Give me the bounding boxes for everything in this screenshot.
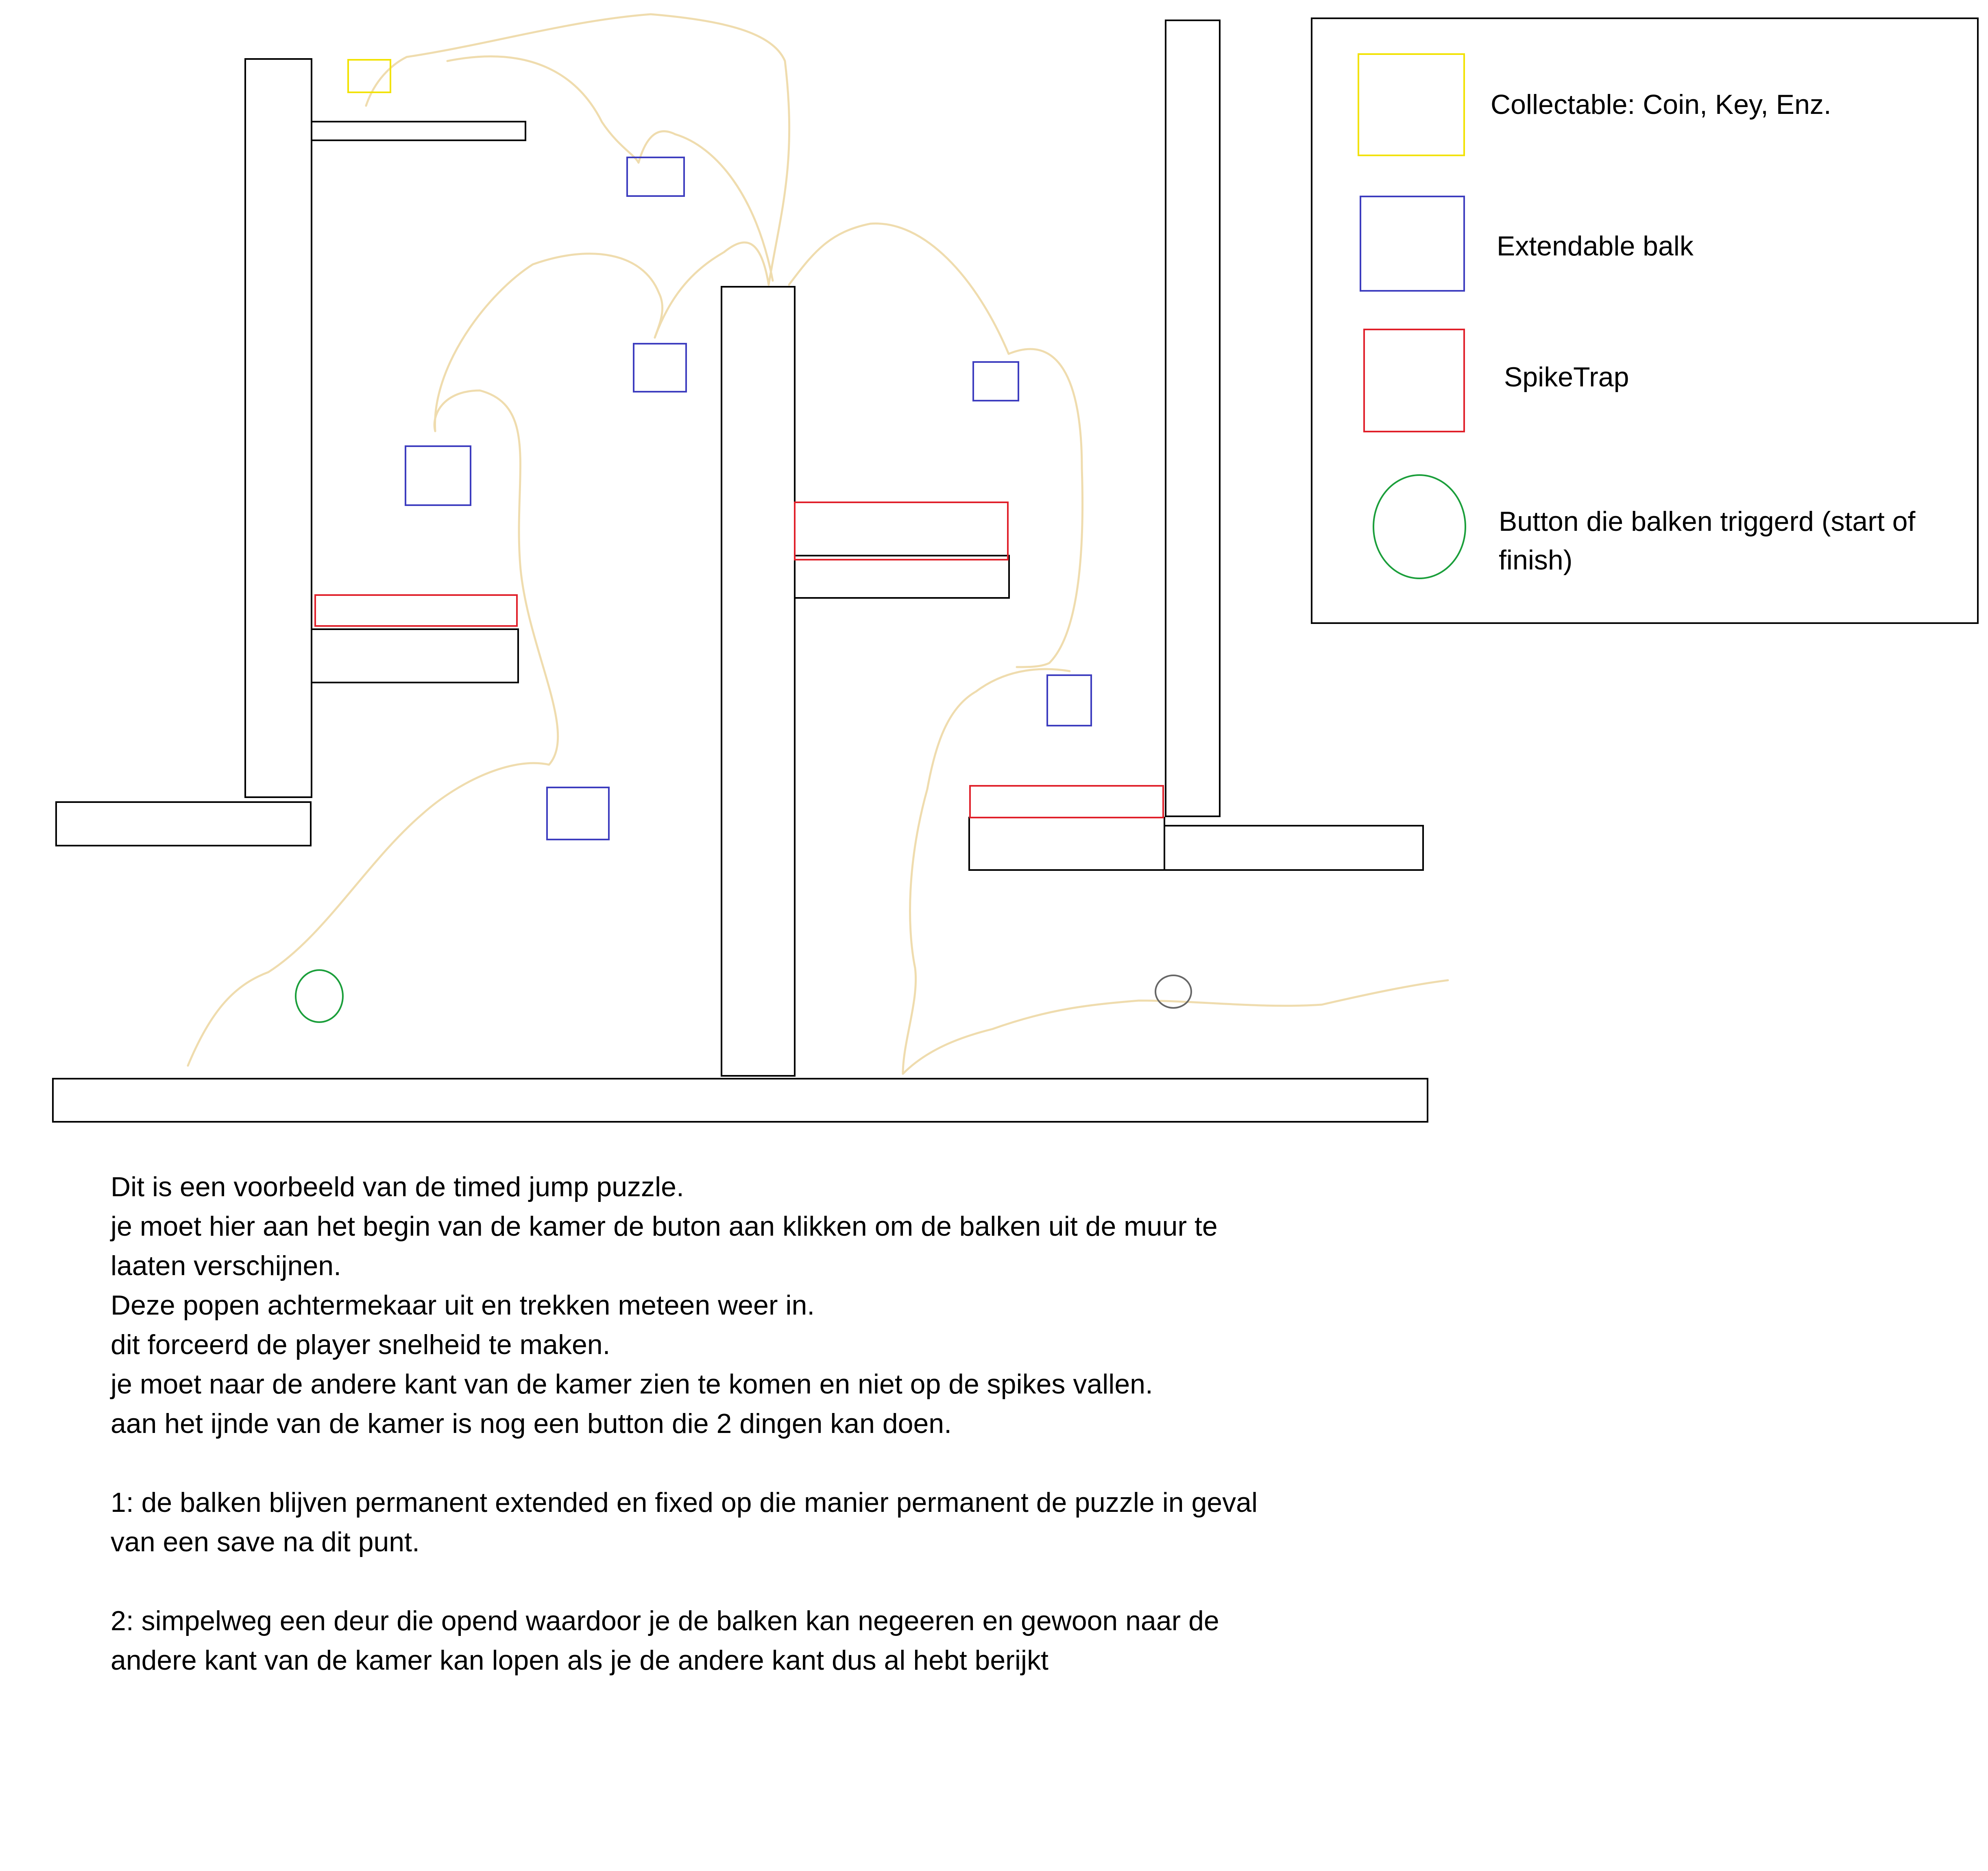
description-line: Dit is een voorbeeld van de timed jump p… xyxy=(111,1171,684,1202)
finish-button xyxy=(1155,975,1192,1009)
jump-path-segment xyxy=(902,979,1449,1075)
center-pillar xyxy=(721,286,796,1077)
left-mid-platform xyxy=(311,628,519,683)
description-line xyxy=(111,1562,1534,1601)
spike-traps xyxy=(314,502,1164,818)
puzzle-description: Dit is een voorbeeld van de timed jump p… xyxy=(111,1167,1534,1680)
legend-extendable-label: Extendable balk xyxy=(1497,231,1694,262)
extendable-beam xyxy=(405,445,471,506)
jump-path-segment xyxy=(365,13,791,286)
spike-trap xyxy=(314,594,518,627)
start-button xyxy=(295,969,344,1023)
spike-trap xyxy=(794,502,1009,560)
extendable-beam xyxy=(972,361,1019,401)
description-line: je moet naar de andere kant van de kamer… xyxy=(111,1369,1153,1400)
legend-collectable-swatch xyxy=(1358,53,1465,156)
center-right-platform xyxy=(794,555,1010,599)
description-line: andere kant van de kamer kan lopen als j… xyxy=(111,1645,1048,1676)
jump-path-segment xyxy=(788,222,1084,668)
extendable-beam xyxy=(546,787,610,840)
jump-path-segment xyxy=(674,133,774,282)
floor xyxy=(52,1078,1428,1123)
legend: Collectable: Coin, Key, Enz. Extendable … xyxy=(1311,17,1979,624)
description-line: laaten verschijnen. xyxy=(111,1250,342,1281)
collectable-coin xyxy=(347,59,391,93)
description-line: 2: simpelweg een deur die opend waardoor… xyxy=(111,1605,1219,1636)
spike-trap xyxy=(969,785,1164,818)
structures xyxy=(52,20,1428,1123)
jump-path-segment xyxy=(187,389,559,1067)
legend-button-label-line1: Button die balken triggerd (start of xyxy=(1499,506,1915,537)
jump-path xyxy=(187,13,1449,1075)
description-line: aan het ijnde van de kamer is nog een bu… xyxy=(111,1408,952,1439)
description-line: van een save na dit punt. xyxy=(111,1526,420,1557)
description-line xyxy=(111,1444,1534,1483)
description-line: 1: de balken blijven permanent extended … xyxy=(111,1487,1258,1518)
jump-path-segment xyxy=(654,241,770,339)
top-left-ledge xyxy=(311,121,526,141)
extendable-beam xyxy=(626,157,685,197)
jump-path-segment xyxy=(446,55,676,164)
left-wall xyxy=(244,58,312,798)
jump-path-segment xyxy=(902,668,1071,1075)
legend-button-swatch xyxy=(1373,474,1466,579)
right-low-platform-a xyxy=(968,817,1165,871)
legend-button-label-line2: finish) xyxy=(1499,545,1572,576)
legend-spike-swatch xyxy=(1363,329,1465,432)
extendable-beam xyxy=(633,343,687,393)
extendable-beam xyxy=(1046,674,1092,726)
description-line: je moet hier aan het begin van de kamer … xyxy=(111,1211,1218,1242)
right-wall xyxy=(1165,20,1221,817)
legend-box xyxy=(1311,17,1979,624)
legend-collectable-label: Collectable: Coin, Key, Enz. xyxy=(1491,89,1831,120)
jump-path-segment xyxy=(434,253,664,432)
legend-extendable-swatch xyxy=(1360,196,1465,292)
description-line: dit forceerd de player snelheid te maken… xyxy=(111,1329,610,1360)
right-low-platform-b xyxy=(1164,825,1424,871)
description-line: Deze popen achtermekaar uit en trekken m… xyxy=(111,1290,815,1321)
left-bottom-ledge xyxy=(55,801,312,846)
extendable-beams xyxy=(405,157,1092,840)
legend-spike-label: SpikeTrap xyxy=(1504,362,1629,393)
